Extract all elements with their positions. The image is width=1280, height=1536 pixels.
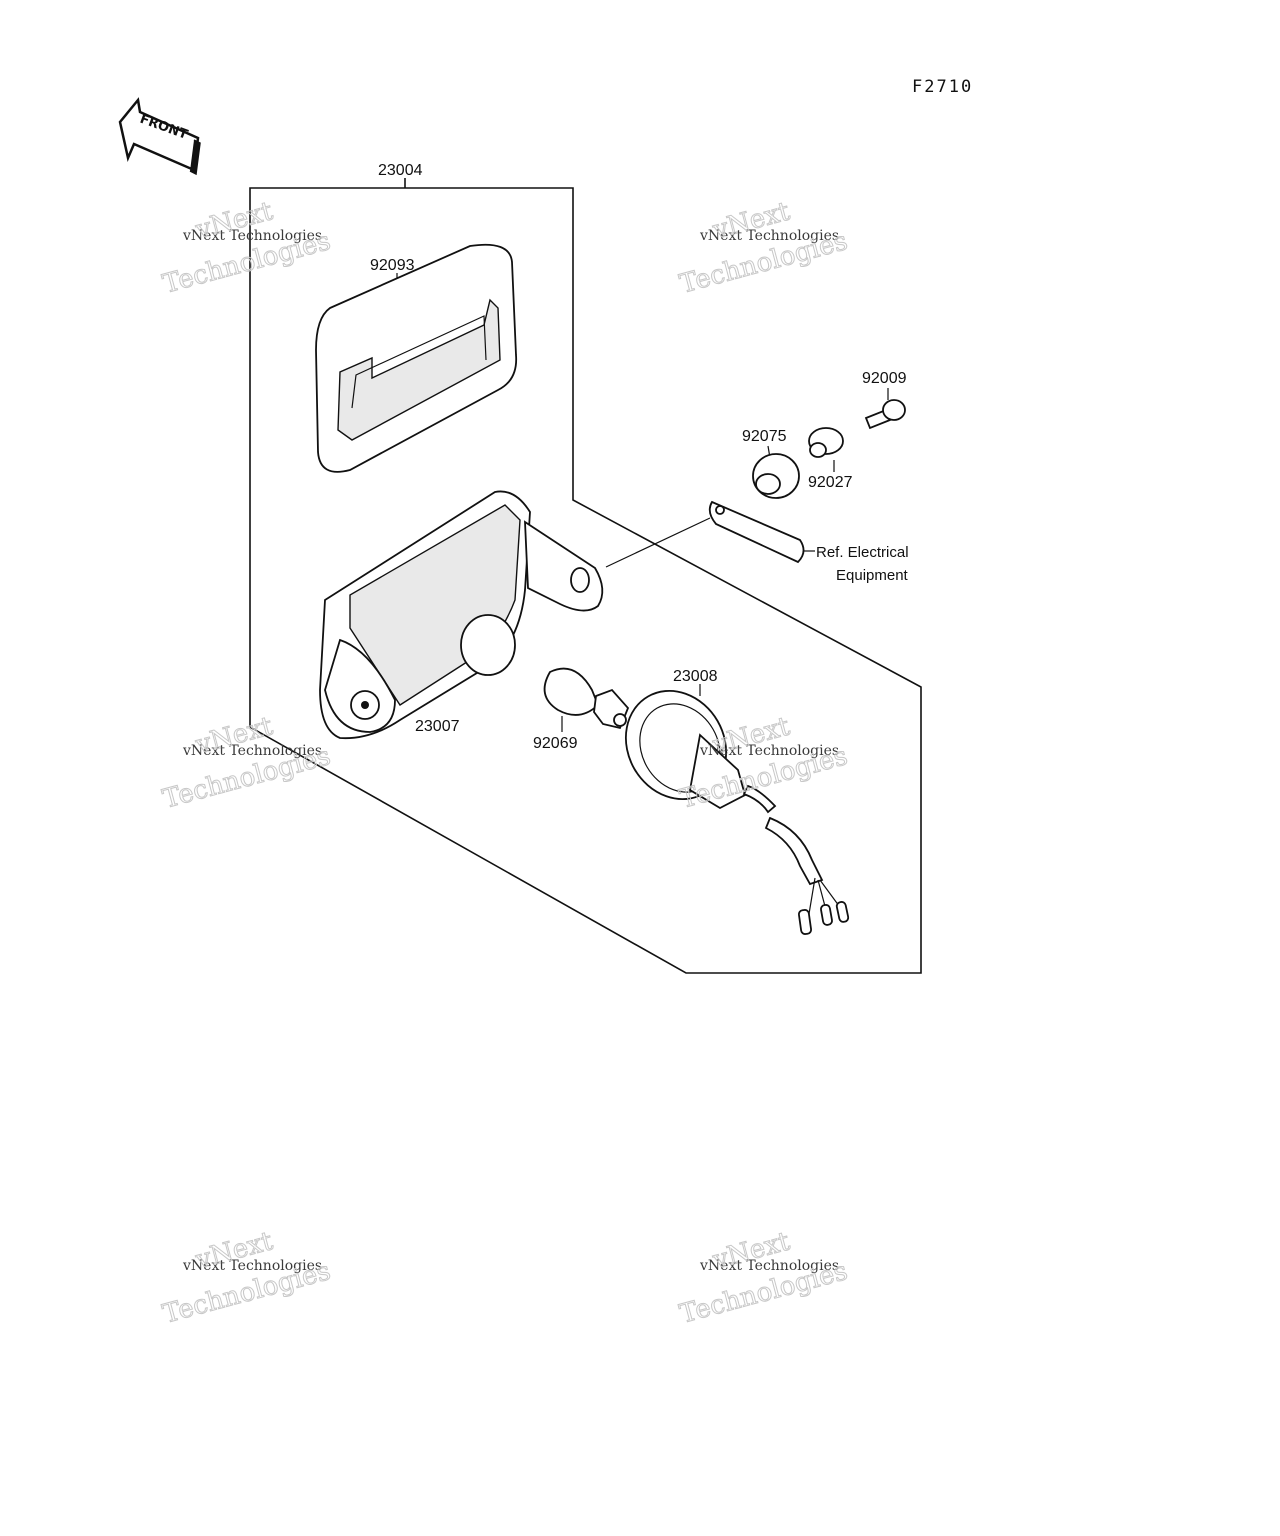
housing-23007 <box>319 490 604 740</box>
watermark-top-right: vNext Technologies vNext Technologies <box>676 196 851 300</box>
svg-text:vNext Technologies: vNext Technologies <box>699 743 839 759</box>
svg-text:vNext Technologies: vNext Technologies <box>699 1258 839 1274</box>
part-label-92069: 92069 <box>533 735 578 752</box>
part-label-23007: 23007 <box>415 718 460 735</box>
reference-label-line2: Equipment <box>836 567 909 584</box>
part-label-92075: 92075 <box>742 428 787 445</box>
figure-code: F2710 <box>912 77 973 97</box>
screw-92009 <box>864 399 906 430</box>
part-label-23008: 23008 <box>673 668 718 685</box>
svg-text:vNext Technologies: vNext Technologies <box>699 228 839 244</box>
watermark-mid-left: vNext Technologies vNext Technologies <box>159 711 334 816</box>
svg-text:vNext Technologies: vNext Technologies <box>182 1258 322 1274</box>
bulb-92069 <box>543 667 630 730</box>
part-label-92093: 92093 <box>370 257 415 274</box>
svg-text:vNext Technologies: vNext Technologies <box>182 743 322 759</box>
watermark-top-left: vNext Technologies vNext Technologies <box>159 196 334 301</box>
headlight-unit-23008 <box>624 689 747 810</box>
collar-92027 <box>808 427 844 458</box>
watermark-bottom-right: vNext Technologies vNext Technologies <box>676 1226 851 1330</box>
part-label-92027: 92027 <box>808 474 853 491</box>
svg-text:vNext Technologies: vNext Technologies <box>182 228 322 244</box>
bracket-strip <box>708 500 805 564</box>
assembly-outline <box>249 178 922 974</box>
front-arrow-icon: FRONT <box>118 97 201 176</box>
grommet-92075 <box>752 453 800 499</box>
watermark-bottom-left: vNext Technologies vNext Technologies <box>159 1226 334 1331</box>
part-label-92009: 92009 <box>862 370 907 387</box>
reference-label-line1: Ref. Electrical <box>816 544 909 561</box>
rim-gasket-92093 <box>315 243 518 473</box>
wire-harness <box>742 784 850 935</box>
part-label-23004: 23004 <box>378 162 423 179</box>
